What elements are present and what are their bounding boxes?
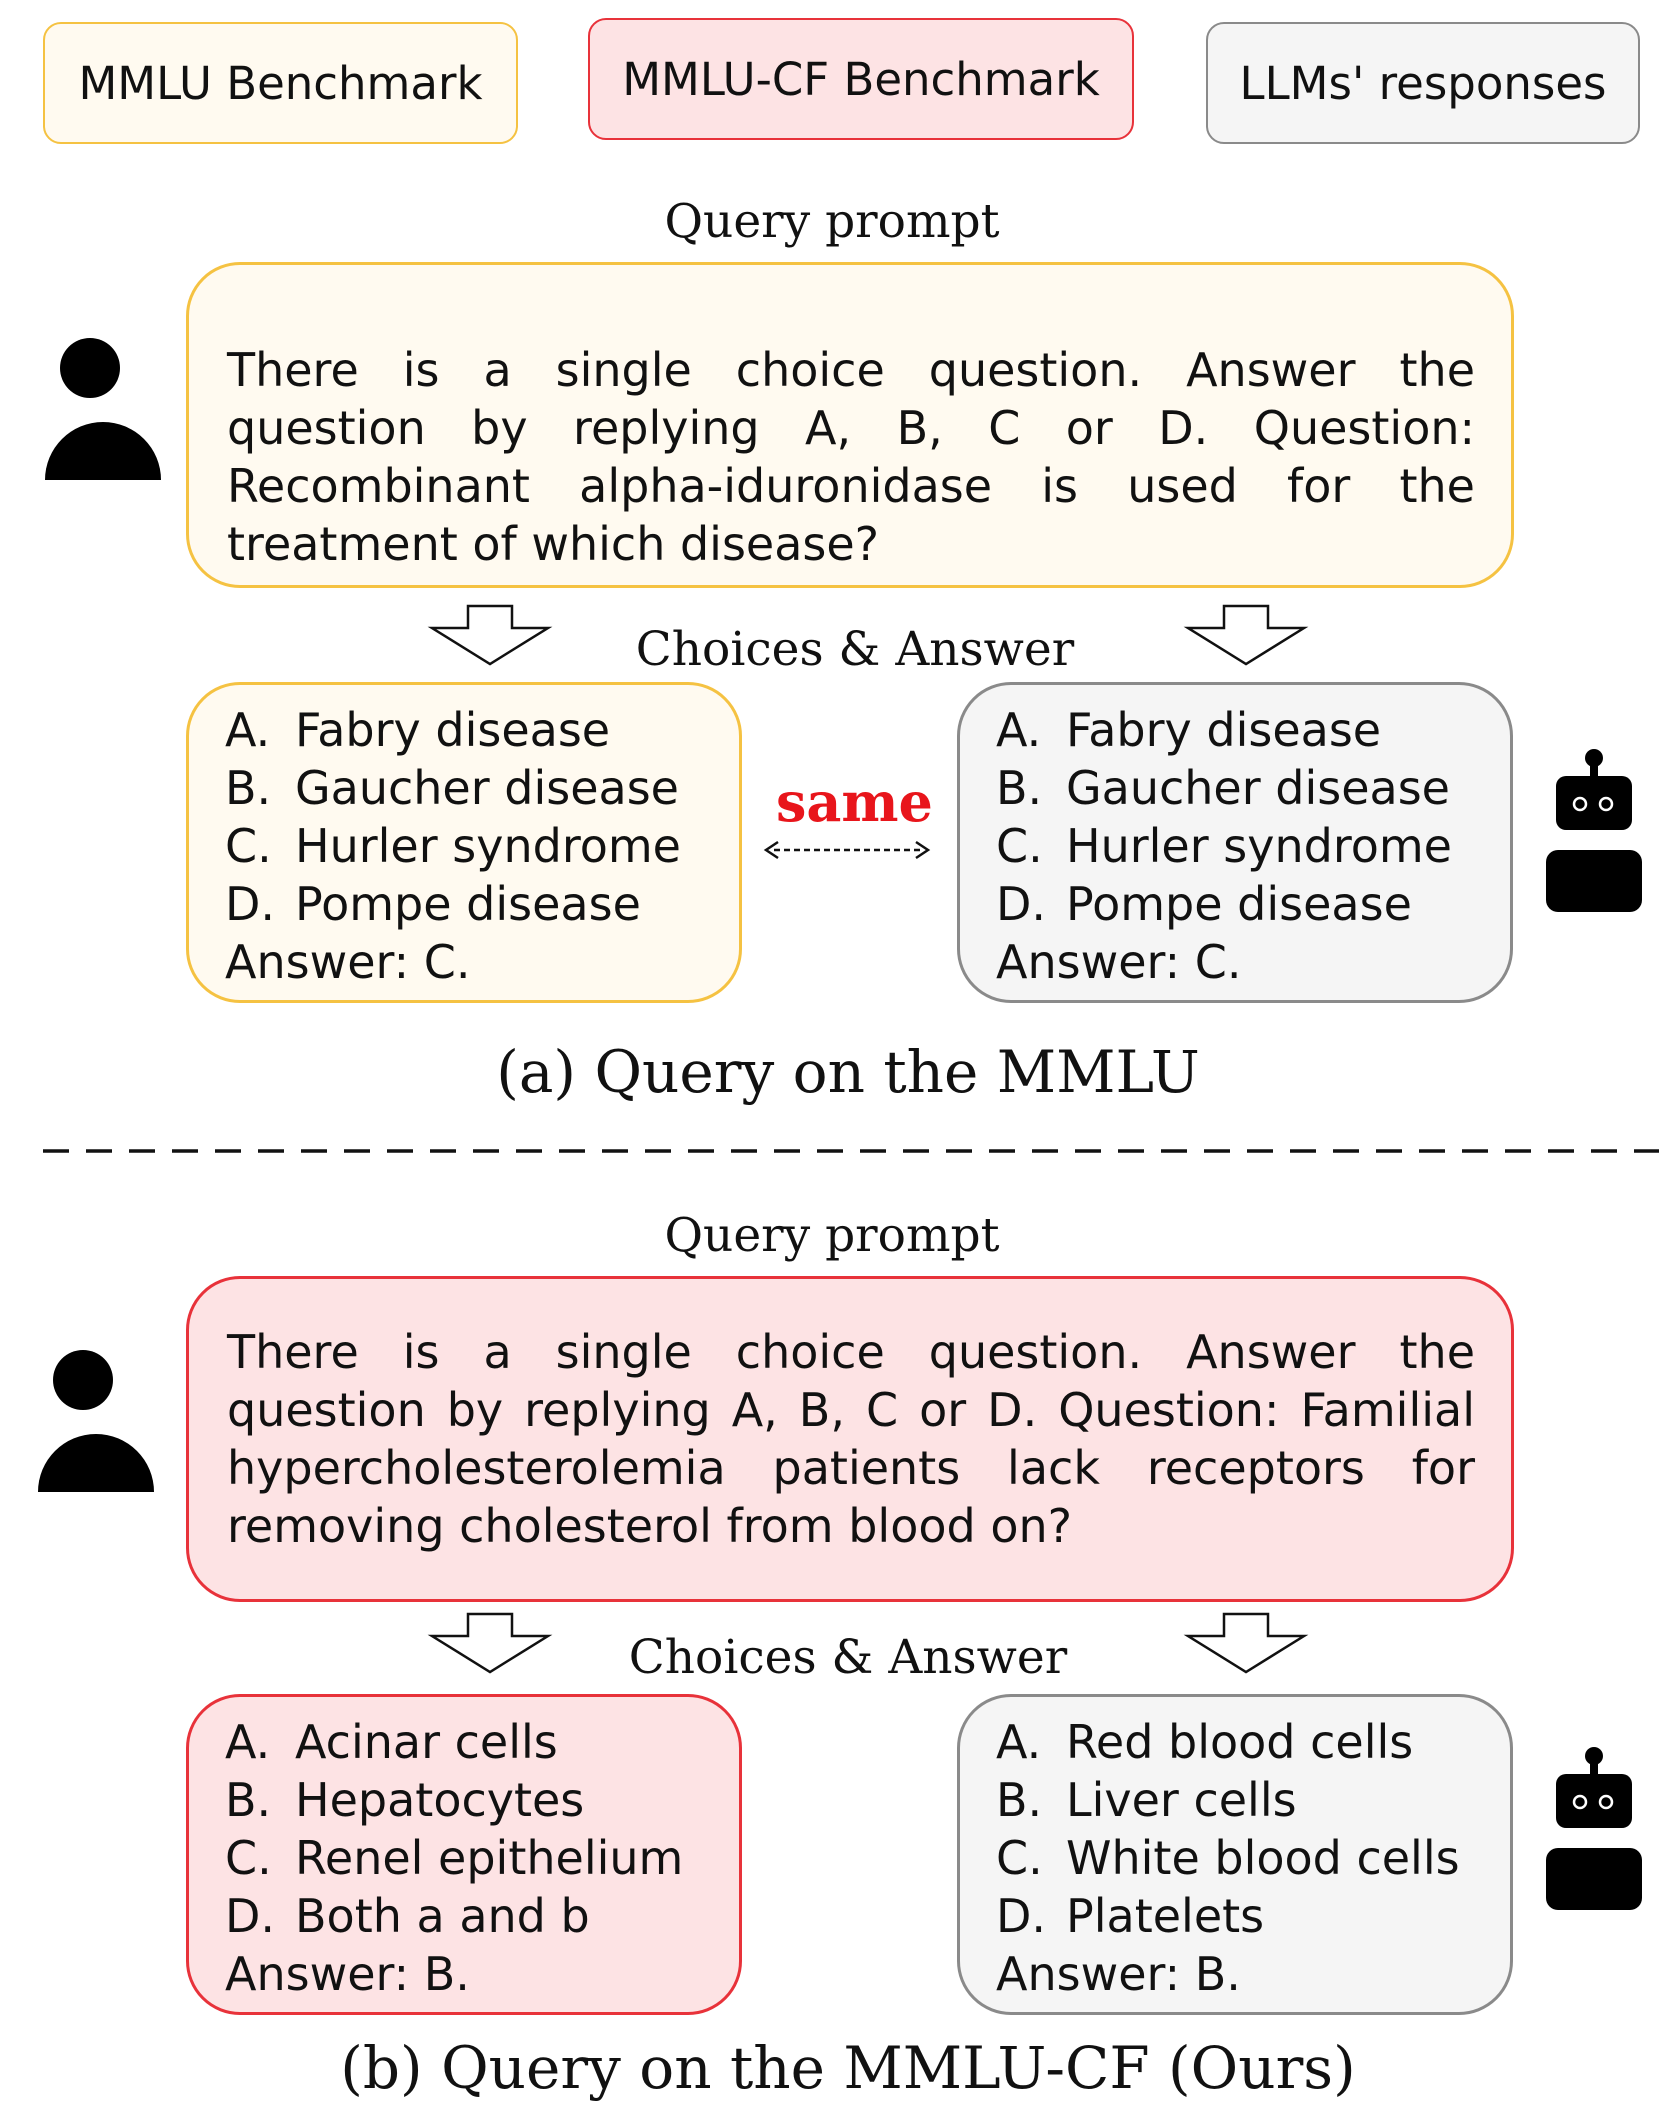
benchmark-choices-box-mmlu: A.Fabry disease B.Gaucher disease C.Hurl… [186, 682, 742, 1003]
legend-mmlu-cf-benchmark: MMLU-CF Benchmark [588, 18, 1134, 140]
answer-line: Answer: B. [996, 1947, 1241, 2001]
choice-option: C.White blood cells [996, 1831, 1460, 1885]
choice-option: A.Acinar cells [225, 1715, 558, 1769]
person-icon [38, 1350, 154, 1492]
hollow-down-arrow-icon [1183, 1612, 1309, 1674]
choice-option: D.Both a and b [225, 1889, 590, 1943]
choice-option: C.Hurler syndrome [225, 819, 681, 873]
query-text-mmlu: There is a single choice question. Answe… [227, 343, 1475, 571]
hollow-down-arrow-icon [427, 604, 553, 666]
choices-answer-heading-b: Choices & Answer [628, 1630, 1068, 1685]
legend-mmlu-benchmark: MMLU Benchmark [43, 22, 518, 144]
benchmark-choices-box-mmlu-cf: A.Acinar cells B.Hepatocytes C.Renel epi… [186, 1694, 742, 2015]
choice-option: C.Renel epithelium [225, 1831, 684, 1885]
caption-b: (b) Query on the MMLU-CF (Ours) [340, 2034, 1356, 2102]
choice-option: B.Hepatocytes [225, 1773, 585, 1827]
legend-llm-label: LLMs' responses [1239, 56, 1607, 110]
choice-option: B.Liver cells [996, 1773, 1297, 1827]
query-prompt-heading-a: Query prompt [664, 194, 1000, 249]
choice-option: A.Fabry disease [996, 703, 1382, 757]
robot-icon [1546, 749, 1642, 912]
person-icon [45, 338, 161, 480]
caption-a: (a) Query on the MMLU [496, 1038, 1200, 1106]
query-prompt-heading-b: Query prompt [664, 1208, 1000, 1263]
choice-option: D.Platelets [996, 1889, 1265, 1943]
llm-choices-box-mmlu: A.Fabry disease B.Gaucher disease C.Hurl… [957, 682, 1513, 1003]
answer-line: Answer: B. [225, 1947, 470, 2001]
legend-llm-responses: LLMs' responses [1206, 22, 1640, 144]
choice-option: A.Fabry disease [225, 703, 611, 757]
choices-answer-heading-a: Choices & Answer [635, 622, 1075, 677]
legend-mmlu-cf-label: MMLU-CF Benchmark [622, 52, 1100, 106]
choice-option: B.Gaucher disease [996, 761, 1450, 815]
choice-option: A.Red blood cells [996, 1715, 1414, 1769]
robot-icon [1546, 1747, 1642, 1910]
hollow-down-arrow-icon [427, 1612, 553, 1674]
llm-choices-box-mmlu-cf: A.Red blood cells B.Liver cells C.White … [957, 1694, 1513, 2015]
double-arrow-dashed-icon [763, 840, 931, 860]
choice-option: B.Gaucher disease [225, 761, 679, 815]
answer-line: Answer: C. [996, 935, 1242, 989]
query-box-mmlu-cf: There is a single choice question. Answe… [186, 1276, 1514, 1602]
answer-line: Answer: C. [225, 935, 471, 989]
choice-option: D.Pompe disease [225, 877, 641, 931]
choice-option: D.Pompe disease [996, 877, 1412, 931]
query-text-mmlu-cf: There is a single choice question. Answe… [227, 1325, 1475, 1553]
same-label: same [776, 770, 933, 834]
hollow-down-arrow-icon [1183, 604, 1309, 666]
choice-option: C.Hurler syndrome [996, 819, 1452, 873]
legend-mmlu-label: MMLU Benchmark [78, 56, 483, 110]
section-divider [43, 1149, 1659, 1153]
query-box-mmlu: There is a single choice question. Answe… [186, 262, 1514, 588]
